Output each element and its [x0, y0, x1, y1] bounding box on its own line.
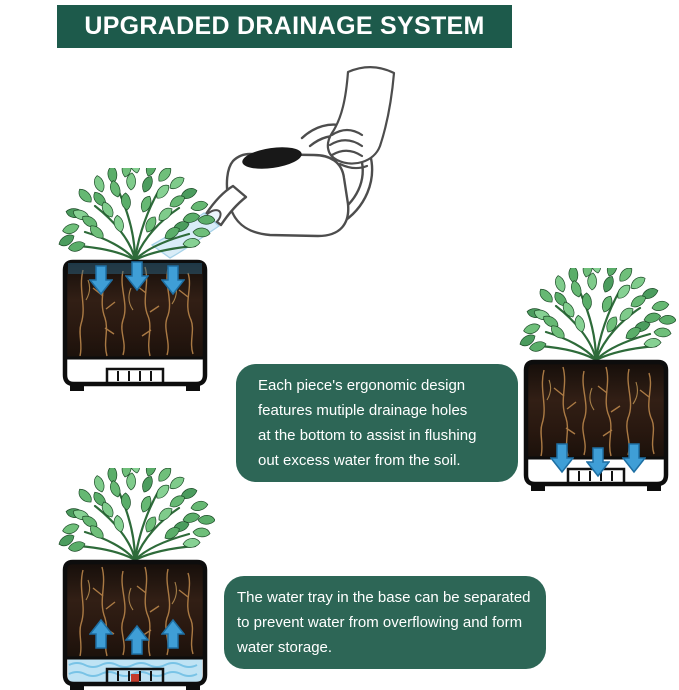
callout-drainage-holes: Each piece's ergonomic design features m… — [236, 364, 518, 482]
plant-bush — [57, 168, 215, 260]
callout-text-line: to prevent water from overflowing and fo… — [237, 614, 523, 631]
callout-text-line: out excess water from the soil. — [258, 452, 461, 469]
callout-water-tray: The water tray in the base can be separa… — [224, 576, 546, 669]
plant-bush — [57, 468, 215, 560]
pot-illustration-water-storage — [55, 468, 215, 690]
callout-text-line: features mutiple drainage holes — [258, 402, 468, 419]
plant-bush — [518, 268, 676, 360]
pot-illustration-top-watering — [55, 168, 215, 393]
pot-illustration-bottom-drainage — [516, 268, 676, 493]
callout-text-line: The water tray in the base can be separa… — [237, 589, 531, 606]
callout-text-line: Each piece's ergonomic design — [258, 377, 466, 394]
drain-plug — [131, 674, 139, 683]
callout-text-line: water storage. — [237, 639, 333, 656]
callout-text-line: at the bottom to assist in flushing — [258, 427, 477, 444]
hand-icon — [326, 66, 396, 170]
banner-title: UPGRADED DRAINAGE SYSTEM — [57, 5, 512, 48]
